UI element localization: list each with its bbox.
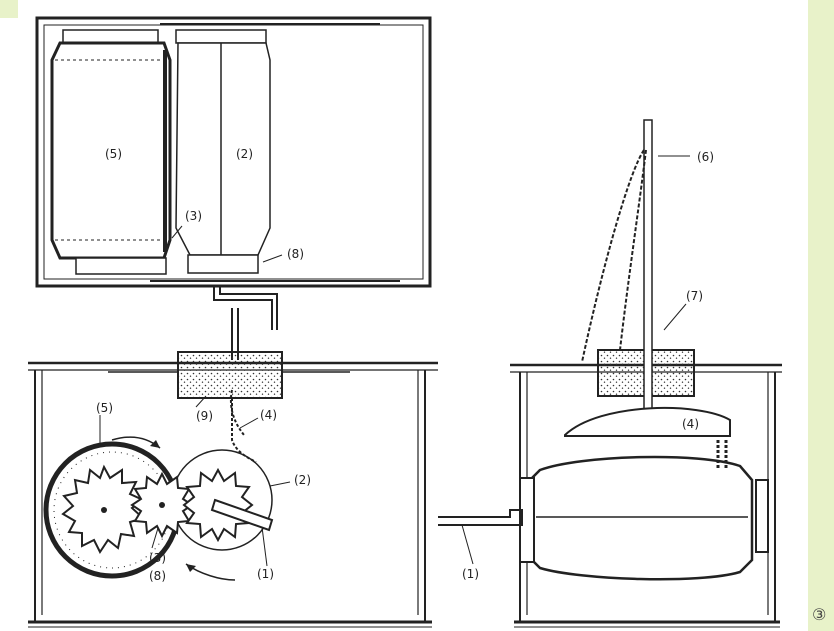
- label-right-4: (4): [682, 417, 699, 431]
- label-top-8: (8): [287, 247, 304, 261]
- labels: (5) (2) (3) (8) (5) (9) (4) (2) (3) (8) …: [96, 147, 714, 583]
- label-left-4: (4): [260, 408, 277, 422]
- label-left-1: (1): [257, 567, 274, 581]
- label-left-3: (3): [149, 551, 166, 565]
- label-right-6: (6): [697, 150, 714, 164]
- front-view: [28, 351, 438, 628]
- label-left-5: (5): [96, 401, 113, 415]
- label-right-7: (7): [686, 289, 703, 303]
- side-drum: [519, 440, 769, 581]
- side-view: [438, 119, 782, 628]
- label-right-1: (1): [462, 567, 479, 581]
- sand-box: [177, 351, 283, 399]
- corner-accent: [0, 0, 18, 18]
- label-left-9: (9): [196, 409, 213, 423]
- drum-2: [175, 29, 271, 274]
- label-left-8: (8): [149, 569, 166, 583]
- label-left-2: (2): [294, 473, 311, 487]
- plate: [564, 406, 731, 437]
- crank-handle[interactable]: [210, 498, 274, 532]
- rod: [643, 119, 653, 421]
- side-crank[interactable]: [438, 509, 523, 526]
- label-top-3: (3): [185, 209, 202, 223]
- top-box: [35, 16, 432, 288]
- drum-5: [50, 29, 172, 275]
- page-number-marker: ③: [812, 605, 827, 624]
- top-view: [35, 16, 432, 330]
- gear-left: [61, 464, 145, 554]
- label-top-2: (2): [236, 147, 253, 161]
- leader-lines: [99, 155, 690, 567]
- label-top-5: (5): [105, 147, 122, 161]
